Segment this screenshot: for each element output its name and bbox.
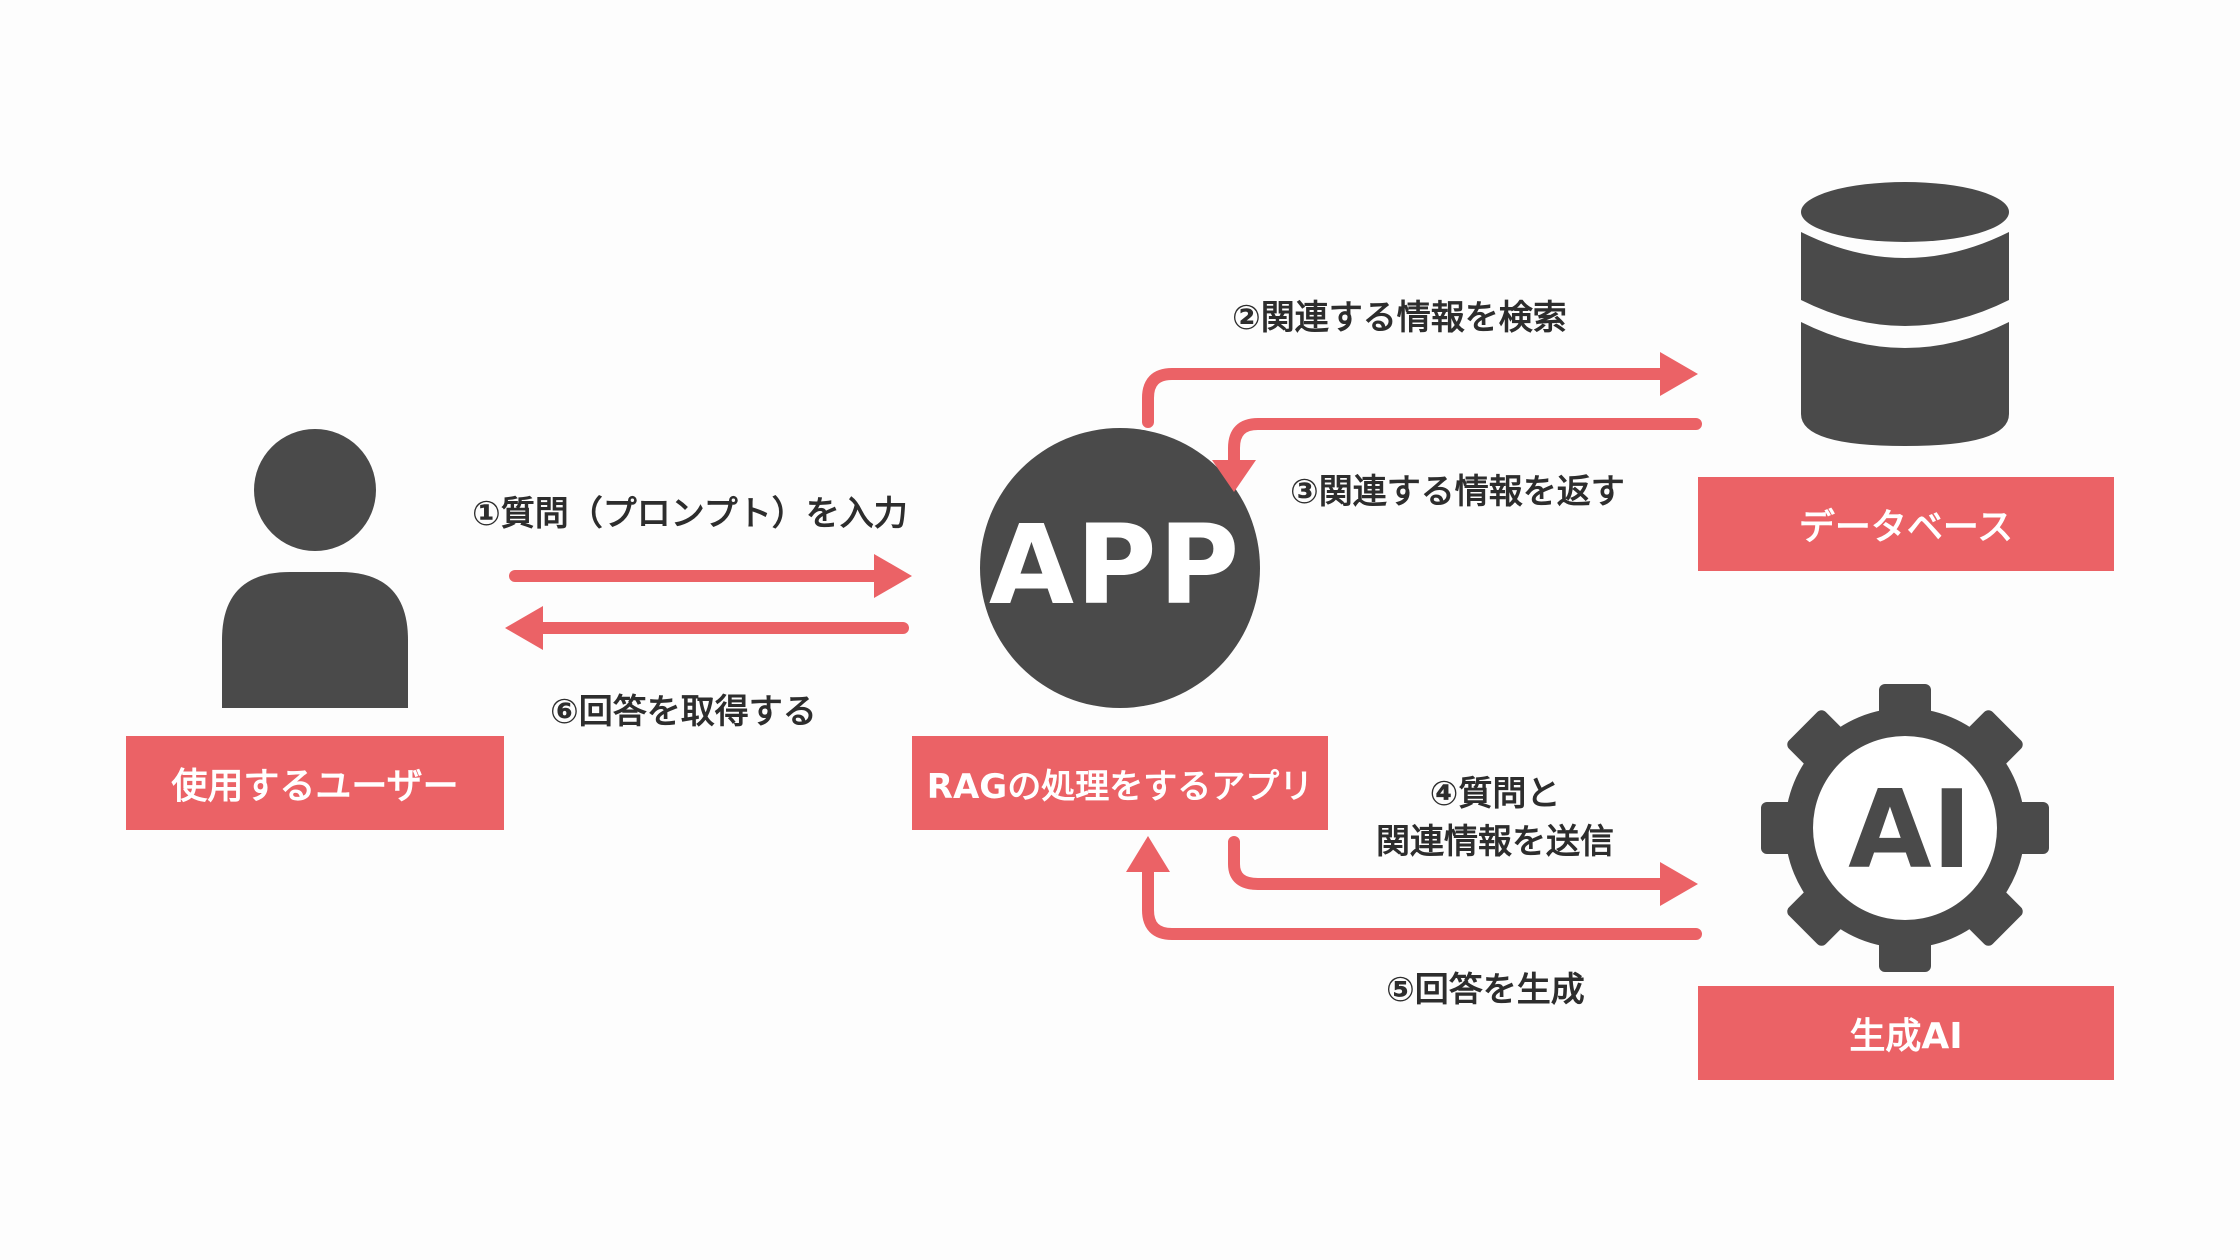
arrowhead-4 <box>1660 862 1698 906</box>
arrow-4-send <box>1228 836 1671 890</box>
ai-label: 生成AI <box>1698 986 2114 1080</box>
step-4-label-line1: ④質問と <box>1429 774 1561 814</box>
arrowhead-6 <box>505 606 543 650</box>
arrow-5-generate <box>1142 862 1702 940</box>
database-label: データベース <box>1698 477 2114 571</box>
step-6-label: ⑥回答を取得する <box>550 692 817 732</box>
arrowhead-3 <box>1212 460 1256 492</box>
ai-icon-text: AI <box>1848 767 1972 893</box>
gear-icon <box>1761 684 2049 972</box>
step-3-label: ③関連する情報を返す <box>1290 472 1625 512</box>
step-1-label: ①質問（プロンプト）を入力 <box>472 494 908 534</box>
arrow-2-search <box>1142 368 1671 428</box>
app-label: RAGの処理をするアプリ <box>912 736 1328 830</box>
arrowhead-2 <box>1660 352 1698 396</box>
database-icon <box>1801 182 2009 446</box>
arrowhead-1 <box>874 554 912 598</box>
step-5-label: ⑤回答を生成 <box>1386 970 1585 1010</box>
step-4-label-line2: 関連情報を送信 <box>1376 822 1614 862</box>
app-icon-text: APP <box>988 501 1242 629</box>
arrowhead-5 <box>1126 836 1170 872</box>
user-label: 使用するユーザー <box>126 736 504 830</box>
step-2-label: ②関連する情報を検索 <box>1232 298 1567 338</box>
app-circle-icon <box>980 428 1260 708</box>
arrow-3-return <box>1228 418 1702 472</box>
person-icon <box>222 429 408 708</box>
